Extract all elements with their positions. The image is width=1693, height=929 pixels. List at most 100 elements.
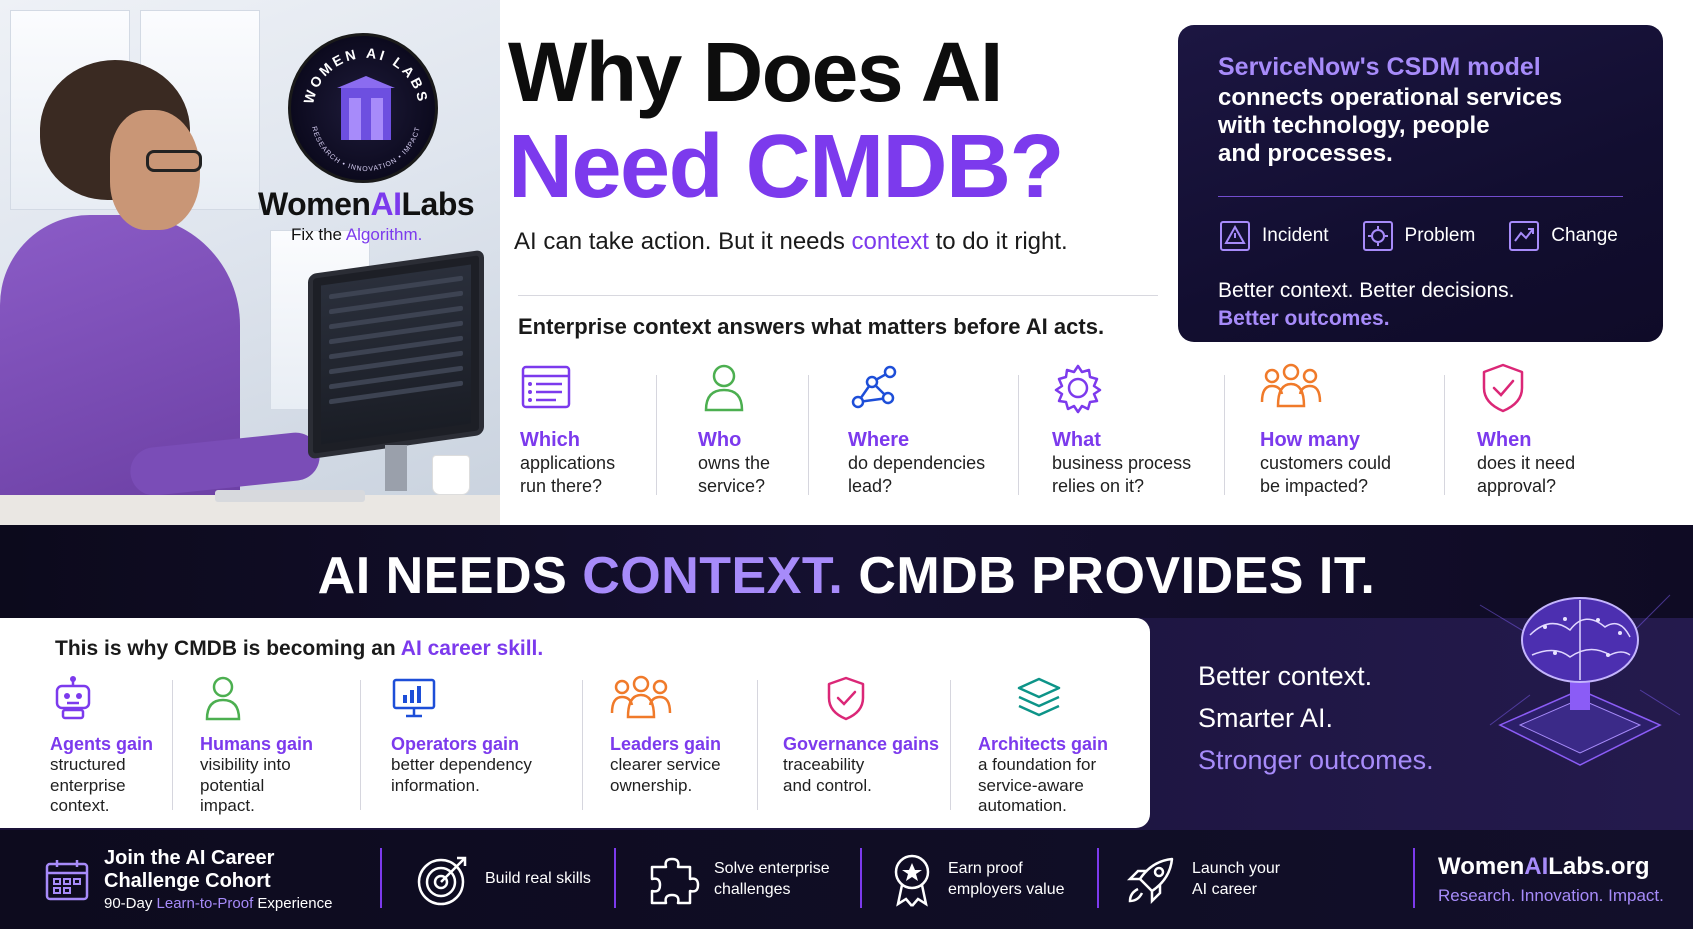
monitor: [308, 249, 484, 460]
incident-icon: [1220, 221, 1250, 252]
footer-item-line1: Launch your: [1192, 859, 1281, 877]
brain-illustration: [1470, 575, 1690, 795]
question-when: When does it need approval?: [1477, 362, 1575, 497]
skill-line: potential: [200, 775, 265, 795]
divider: [1097, 848, 1099, 908]
skill-line: a foundation for: [978, 755, 1097, 774]
question-line2: be impacted?: [1260, 475, 1369, 496]
headline-line2: Need CMDB?: [508, 117, 1065, 217]
brand-name: WomenAILabs: [258, 186, 475, 222]
customers-icon: [1260, 363, 1322, 408]
headline-line1: Why Does AI: [508, 25, 1003, 119]
question-line1: customers could: [1260, 453, 1392, 473]
divider: [1218, 196, 1623, 198]
change-icon: [1509, 221, 1540, 252]
brand-logo-badge: WOMEN AI LABS RESEARCH • INNOVATION • IM…: [288, 33, 438, 183]
csdm-title: ServiceNow's CSDM model: [1218, 53, 1541, 81]
skills-heading: This is why CMDB is becoming an AI caree…: [55, 637, 544, 660]
skill-title: Operators gain: [391, 734, 520, 754]
skill-agents: Agents gain structured enterprise contex…: [50, 675, 153, 817]
skill-title: Agents gain: [50, 734, 154, 754]
skill-line: impact.: [200, 796, 255, 816]
target-icon: [417, 856, 467, 905]
skill-title: Governance gains: [783, 734, 940, 754]
glasses: [146, 150, 202, 172]
question-title: What: [1052, 429, 1101, 451]
divider: [380, 848, 382, 908]
right-tagline-2: Smarter AI.: [1198, 703, 1334, 733]
question-title: How many: [1260, 429, 1361, 451]
shield-check-icon: [827, 676, 865, 721]
skill-title: Architects gain: [978, 734, 1109, 754]
footer-item-proof: Earn proof employers value: [890, 830, 1065, 929]
skill-line: better dependency: [391, 755, 532, 774]
footer-item-line1: Earn proof: [948, 859, 1023, 877]
cohort-subtitle: 90-Day Learn-to-Proof Experience: [104, 895, 333, 912]
question-title: When: [1477, 429, 1532, 451]
divider: [360, 680, 361, 810]
coffee-mug: [432, 455, 470, 495]
skill-line: and control.: [783, 775, 872, 795]
right-tagline-3: Stronger outcomes.: [1198, 745, 1434, 775]
question-line2: run there?: [520, 475, 603, 496]
footer-item-career: Launch your AI career: [1124, 830, 1280, 929]
banner: AI NEEDS CONTEXT. CMDB PROVIDES IT.: [0, 525, 1693, 618]
calendar-icon: [45, 859, 89, 900]
cohort-title: Join the AI Career Challenge Cohort: [104, 847, 275, 892]
dependency-graph-icon: [851, 365, 897, 409]
skill-line: service-aware: [978, 775, 1084, 795]
building-icon: [337, 76, 395, 140]
question-who: Who owns the service?: [698, 362, 770, 497]
question-line2: relies on it?: [1052, 475, 1145, 496]
monitor-chart-icon: [392, 678, 436, 718]
question-line1: applications: [520, 453, 616, 473]
context-intro: Enterprise context answers what matters …: [518, 314, 1105, 339]
skill-operators: Operators gain better dependency informa…: [391, 675, 532, 796]
csdm-item-label: Problem: [1404, 225, 1476, 247]
footer-item-line2: challenges: [714, 880, 791, 898]
shield-check-icon: [1482, 363, 1524, 413]
skill-line: context.: [50, 796, 110, 816]
csdm-item-incident: Incident: [1218, 219, 1329, 253]
puzzle-icon: [650, 857, 700, 904]
question-line2: service?: [698, 475, 766, 496]
site-tagline: Research. Innovation. Impact.: [1438, 886, 1664, 905]
person-icon: [205, 676, 241, 721]
skill-architects: Architects gain a foundation for service…: [978, 675, 1108, 817]
skill-line: automation.: [978, 796, 1067, 816]
question-line1: business process: [1052, 453, 1192, 473]
skill-line: structured: [50, 755, 126, 774]
footer-item-challenges: Solve enterprise challenges: [646, 830, 830, 929]
skill-humans: Humans gain visibility into potential im…: [200, 675, 313, 817]
right-tagline-1: Better context.: [1198, 661, 1373, 691]
person-icon: [704, 364, 744, 412]
skill-line: clearer service: [610, 755, 721, 774]
divider: [860, 848, 862, 908]
question-where: Where do dependencies lead?: [848, 362, 985, 497]
question-what: What business process relies on it?: [1052, 362, 1191, 497]
robot-icon: [55, 676, 91, 720]
brand-tagline: Fix the Algorithm.: [291, 225, 423, 244]
skill-line: traceability: [783, 755, 865, 774]
skill-title: Humans gain: [200, 734, 314, 754]
question-line1: owns the: [698, 453, 771, 473]
cohort-cta[interactable]: Join the AI Career Challenge Cohort 90-D…: [44, 830, 332, 929]
csdm-footer-line1: Better context. Better decisions.: [1218, 279, 1515, 303]
site-link[interactable]: WomenAILabs.org: [1438, 853, 1650, 880]
csdm-footer-line2: Better outcomes.: [1218, 307, 1390, 331]
problem-icon: [1362, 221, 1393, 252]
csdm-description: connects operational services with techn…: [1218, 84, 1563, 168]
monitor-stand: [385, 445, 407, 491]
skill-line: enterprise: [50, 775, 126, 795]
divider: [950, 680, 951, 810]
skill-title: Leaders gain: [610, 734, 722, 754]
divider: [656, 375, 657, 495]
gear-icon: [1054, 364, 1102, 414]
skill-line: ownership.: [610, 775, 693, 795]
footer-item-line2: AI career: [1192, 880, 1257, 898]
layers-icon: [1017, 677, 1061, 717]
team-icon: [610, 675, 672, 719]
csdm-item-label: Change: [1551, 225, 1618, 247]
divider: [1444, 375, 1445, 495]
question-line2: approval?: [1477, 475, 1557, 496]
